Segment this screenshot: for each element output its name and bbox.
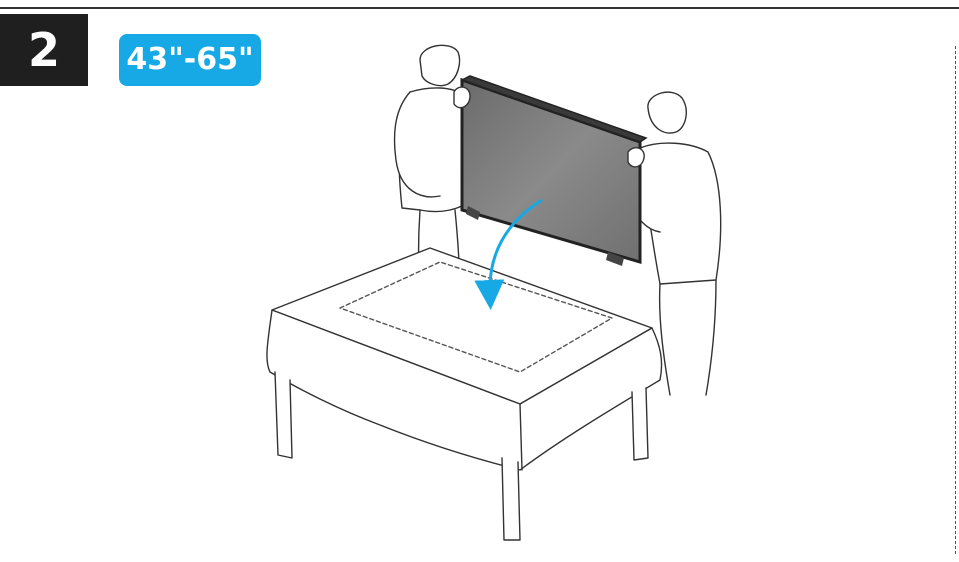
table-with-tablecloth [267, 248, 662, 540]
tv-display [462, 76, 646, 266]
